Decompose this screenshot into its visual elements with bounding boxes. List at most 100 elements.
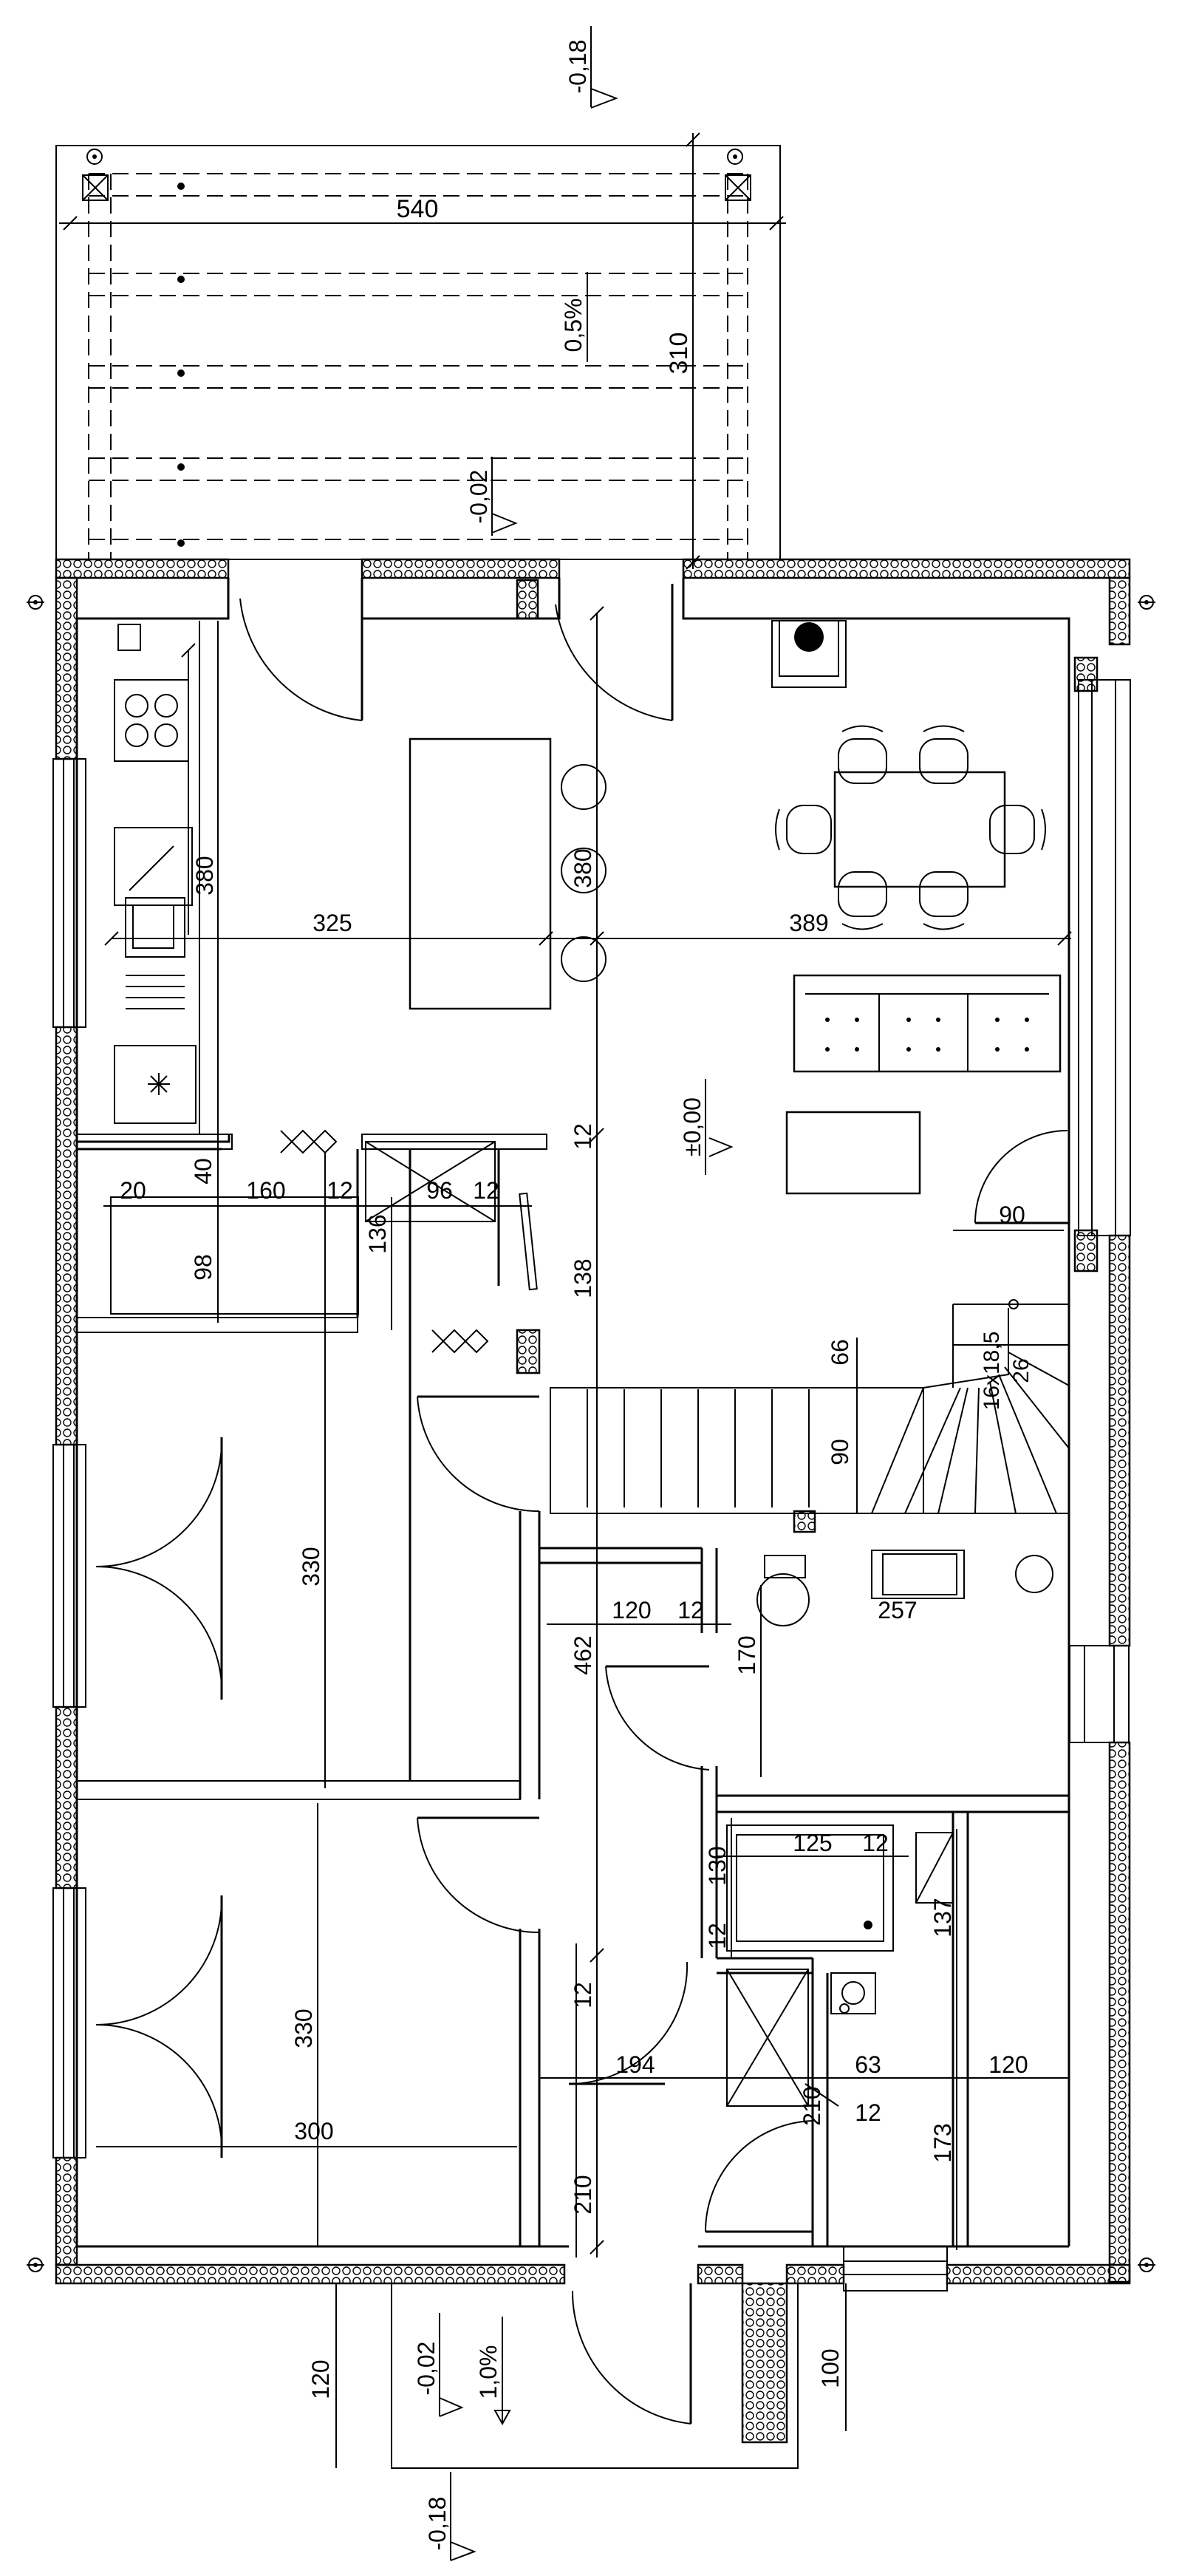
dimension-label: 12	[327, 1177, 353, 1204]
door-living-side	[974, 1130, 1069, 1224]
dimension-label: 380	[191, 856, 218, 895]
level-label: ±0,00	[679, 1097, 706, 1156]
terrace-post	[725, 174, 751, 201]
dimension-label: 96	[426, 1177, 453, 1204]
terrace-width-dimension: 540	[59, 195, 786, 231]
dimension-label: 12	[570, 1123, 596, 1150]
dimension-label: 380	[570, 848, 596, 887]
dimension-label: 330	[290, 2008, 317, 2048]
coffee-table	[785, 1111, 921, 1195]
level-marker: -0,02	[413, 2313, 464, 2417]
level-label: -0,18	[424, 2497, 451, 2551]
door-hall-lower	[417, 1816, 540, 1934]
wall-post	[793, 1510, 816, 1533]
stair-spec: 16x18,5 26	[980, 1332, 1034, 1411]
interior-walls	[76, 1134, 1069, 2246]
hall-radiators	[280, 1129, 538, 1354]
door-bedroom-1-b	[95, 1565, 223, 1700]
dimension-label: 194	[615, 2051, 655, 2078]
dimension-label: 120	[988, 2051, 1028, 2078]
level-marker: -0,18	[564, 26, 618, 109]
dimension-label: 389	[789, 910, 828, 936]
dimension-label: 136	[364, 1214, 391, 1253]
window-kitchen	[52, 758, 86, 1028]
window-right-living	[1078, 679, 1131, 1236]
dimension-label: 63	[855, 2051, 881, 2078]
bathroom-fixtures	[756, 1550, 1053, 1626]
dimension-labels: 380 380 325 389 12 90 20 40 160 12 96 12…	[120, 848, 1028, 2399]
door-hall-upper	[417, 1395, 540, 1513]
dimension-label: 540	[397, 195, 439, 223]
terrace	[55, 145, 781, 560]
level-marker: -0,18	[424, 2472, 476, 2561]
door-entrance	[571, 2283, 692, 2425]
dimension-label: 125	[793, 1830, 832, 1856]
terrace-post	[82, 174, 109, 201]
kitchen-sink	[125, 897, 185, 1009]
stair-riser-label: 16x18,5	[980, 1332, 1004, 1411]
wall-post	[516, 579, 539, 620]
dimension-label: 120	[612, 1597, 651, 1623]
dimension-label: 90	[999, 1202, 1025, 1228]
stair-tread-label: 26	[1009, 1358, 1034, 1383]
bar-stool	[561, 848, 607, 893]
level-label: -0,02	[413, 2342, 440, 2396]
dimension-label: 12	[862, 1830, 889, 1856]
dimension-lines	[96, 606, 1072, 2468]
fireplace	[771, 620, 847, 688]
staircase	[550, 1299, 1070, 1514]
fridge	[114, 1045, 197, 1124]
wall-post	[1073, 1229, 1099, 1272]
dimension-label: 98	[190, 1254, 216, 1281]
dimension-label: 330	[298, 1547, 324, 1586]
dimension-label: 120	[307, 2359, 334, 2399]
dimension-label: 160	[246, 1177, 285, 1204]
ventilation-shaft	[726, 1969, 809, 2107]
door-bedroom-2-a	[95, 1895, 223, 2158]
door-utility	[705, 2120, 813, 2233]
boiler	[830, 1972, 876, 2014]
kitchen-island	[409, 737, 552, 1010]
kitchen-counter	[199, 621, 219, 1142]
grid-axis-marker	[1138, 595, 1155, 610]
door-bedroom-2-b	[95, 2023, 223, 2158]
dimension-label: 325	[312, 910, 352, 936]
grid-axis-marker	[86, 149, 103, 165]
cooktop	[114, 679, 189, 762]
window-bedroom-2	[52, 1887, 86, 2158]
dimension-label: 20	[120, 1177, 146, 1204]
dimension-label: 173	[929, 2123, 956, 2162]
bar-stool	[561, 936, 607, 982]
dimension-label: 257	[878, 1597, 917, 1623]
dimension-label: 90	[827, 1439, 853, 1465]
door-terrace-right	[555, 584, 674, 721]
shower-screen	[915, 1832, 954, 1904]
dimension-label: 300	[294, 2118, 333, 2144]
slope-label: 1,0%	[475, 2345, 502, 2399]
dimension-label: 137	[929, 1898, 956, 1937]
chimney-shaft	[365, 1141, 496, 1222]
entrance-porch	[391, 2282, 799, 2469]
wall-post	[1073, 656, 1099, 692]
dimension-label: 210	[799, 2086, 825, 2125]
dimension-label: 310	[665, 333, 693, 375]
door-terrace-left	[239, 584, 363, 721]
level-marker: ±0,00	[679, 1079, 734, 1175]
dining-table	[775, 725, 1046, 930]
dimension-label: 12	[704, 1923, 731, 1949]
grid-axis-marker	[727, 149, 743, 165]
terrace-depth-dimension: 310	[665, 132, 700, 570]
dimension-label: 138	[570, 1258, 596, 1298]
dimension-label: 130	[704, 1846, 731, 1885]
wall-post	[516, 1329, 541, 1374]
level-marker: -0,02	[465, 457, 518, 536]
level-label: -0,02	[465, 470, 492, 524]
dimension-label: 210	[570, 2175, 596, 2214]
level-label: -0,18	[564, 40, 591, 94]
shower-tray	[726, 1824, 894, 1952]
grid-axis-marker	[27, 2258, 44, 2272]
window-bathroom	[1069, 1645, 1130, 1743]
dimension-label: 170	[734, 1635, 760, 1674]
dimension-label: 12	[473, 1177, 499, 1204]
